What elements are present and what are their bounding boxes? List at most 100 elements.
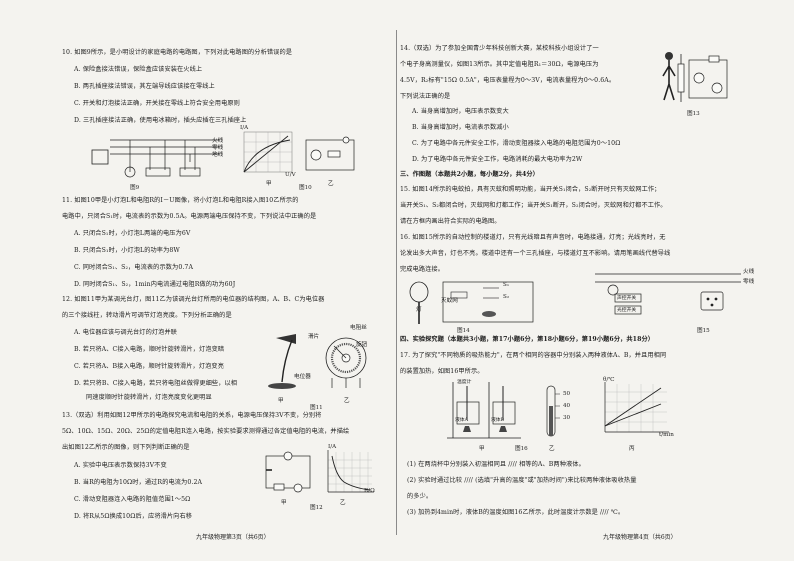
fig16-thermometer-label: 温度计 [457, 380, 472, 385]
q14-stem-2: 个电子身高测量仪，如图13所示。其中定值电阻R₁＝30Ω，电源电压为 [400, 61, 599, 68]
fig11-caption: 图11 [310, 405, 323, 411]
right-page: 14.（双选）为了参加全国青少年科技创新大赛，某校科技小组设计了一 个电子身高测… [397, 0, 794, 561]
q17-sub3-text-2: ℃。 [610, 509, 625, 516]
q13-stem-3: 出如图12乙所示的图像，则下列判断正确的是 [62, 444, 190, 451]
figure-10-circuit [305, 136, 355, 171]
fig9-caption: 图9 [130, 185, 140, 191]
figure-10-iu-graph [243, 131, 293, 173]
q17-sub2-answer-blank[interactable]: //// [464, 477, 473, 484]
q11-option-a: A. 只闭合S₁时，小灯泡L两端的电压为6V [74, 230, 191, 237]
q16-stem-2: 论发出多大声音，灯也不亮。楼道中还有一个三孔插座，与楼道灯互不影响。请用笔画线代… [400, 250, 671, 257]
fig16-liquid-b-label: 液体B [491, 418, 505, 423]
q14-stem: 14.（双选）为了参加全国青少年科技创新大赛，某校科技小组设计了一 [400, 45, 599, 52]
q12-option-d: D. 若只将B、C接入电路，若只将电阻丝做得更细些，以相 [74, 380, 238, 387]
q17-sub2: (2) 实验时通过比较 //// (选填"升高的温度"或"加热时间")来比较两种… [407, 477, 637, 485]
q17-sub2-text-2: (选填"升高的温度"或"加热时间")来比较两种液体吸收热量 [475, 477, 637, 484]
fig9-live-wire-label: 火线 [212, 138, 224, 144]
fig11-knob-label: 旋钮 [356, 342, 368, 348]
q10-option-d: D. 三孔插座接法正确，使用电冰箱时，插头应插在三孔插座上 [74, 117, 247, 124]
figure-16a-heating-setup [447, 382, 521, 439]
q13-option-a: A. 实验中电压表示数保持3V不变 [74, 462, 167, 469]
q13-option-b: B. 当R的电阻为10Ω时，通过R的电流为0.2A [74, 479, 203, 486]
figure-12-graph [327, 450, 374, 493]
q17-stem-2: 的装置加热，如图16甲所示。 [400, 368, 484, 375]
fig11-potentiometer-label: 电位器 [294, 374, 311, 380]
fig9-ground-wire-label: 地线 [212, 152, 224, 158]
q12-option-d-cont: 同速度顺时针旋转滑片，灯泡亮度变化更明显 [86, 394, 212, 401]
figure-12-circuit [265, 451, 311, 493]
fig14-net-label: 灭蚊网 [441, 298, 458, 304]
left-page-footer: 九年级物理第3页（共6页） [196, 534, 270, 541]
q17-sub2-text: (2) 实验时通过比较 [407, 477, 463, 484]
figure-9-household-circuit [91, 139, 220, 178]
q10-option-b: B. 两孔插座接法错误，其左端导线应该接在零线上 [74, 83, 215, 90]
q16-stem-3: 完成电路连接。 [400, 266, 445, 273]
q10-stem: 10. 如图9所示，是小明设计的家庭电路的电路图，下列对此电路图的分析错误的是 [62, 49, 293, 56]
q11-option-d: D. 同时闭合S₁、S₂，1min内电流通过电阻R做的功为60J [74, 281, 236, 288]
q17-sub1-text: (1) 在两烧杯中分别装入初温相同且 [407, 461, 507, 468]
fig9-neutral-wire-label: 零线 [212, 145, 224, 151]
fig11-slider-label: 滑片 [308, 334, 320, 340]
right-page-footer: 九年级物理第4页（共6页） [603, 534, 677, 541]
fig12-sub-b: 乙 [340, 500, 346, 506]
q14-option-a: A. 当身高增加时，电压表示数变大 [412, 108, 509, 115]
fig11-resistance-wire-label: 电阻丝 [350, 325, 367, 331]
fig10-caption: 图10 [299, 185, 312, 191]
fig11-sub-b: 乙 [344, 398, 350, 404]
figure-13-height-meter [662, 52, 728, 102]
q15-stem-3: 请在方框内画出符合实际的电路图。 [400, 218, 501, 225]
fig16-sub-a: 甲 [479, 446, 485, 452]
q13-stem-2: 5Ω、10Ω、15Ω、20Ω、25Ω的定值电阻R连入电路，按实验要求测得通过各定… [62, 428, 350, 435]
q15-stem-2: 当开关S₁、S₂都闭合时，灭蚊网和灯都工作；当开关S₁断开，S₂闭合时，灭蚊网和… [400, 202, 667, 209]
q13-option-c: C. 滑动变阻器连入电路的阻值范围1～5Ω [74, 496, 191, 503]
q14-stem-3: 4.5V，R₂标有"15Ω 0.5A"，电压表量程为0～3V，电流表量程为0～0… [400, 77, 616, 84]
fig12-y-axis-label: I/A [328, 444, 337, 450]
fig16-graph-y-label: θ/℃ [603, 377, 615, 383]
fig10-sub-a: 甲 [266, 181, 272, 187]
figure-16b-thermometer [546, 385, 560, 437]
fig15-live-wire-label: 火线 [743, 269, 755, 275]
q17-sub1-answer-blank[interactable]: //// [508, 461, 517, 468]
section-3-heading: 三、作图题（本题共2小题，每小题2分，共4分） [400, 171, 539, 178]
q17-sub1: (1) 在两烧杯中分别装入初温相同且 //// 相等的A、B两种液体。 [407, 461, 585, 469]
fig12-caption: 图12 [310, 505, 323, 511]
fig16-sub-b: 乙 [549, 446, 555, 452]
q10-option-a: A. 保险盒接法错误，保险盒应该安装在火线上 [74, 66, 203, 73]
fig10-sub-b: 乙 [328, 181, 334, 187]
q17-sub3-answer-blank[interactable]: //// [600, 509, 609, 516]
page-divider [396, 30, 397, 535]
figure-14-mosquito-swatter [409, 281, 534, 324]
figure-11-dimmer-lamp [268, 334, 367, 389]
fig15-light-switch-label: 光控开关 [617, 308, 637, 313]
fig15-caption: 图15 [697, 328, 710, 334]
fig16-liquid-a-label: 液体A [455, 418, 469, 423]
q11-stem-2: 电路中，只闭合S₁时，电流表的示数为0.5A。电源两端电压保持不变，下列说法中正… [62, 213, 317, 220]
q14-option-c: C. 为了电路中各元件安全工作，滑动变阻器接入电路的电阻范围为0～10Ω [412, 140, 621, 147]
fig16-thermo-tick-50: 50 [563, 391, 571, 397]
q12-stem-2: 的三个接线柱，转动滑片可调节灯泡亮度。下列分析正确的是 [62, 312, 232, 319]
q17-sub3-text: (3) 加热到4min时，液体B的温度如图16乙所示，此时温度计示数是 [407, 509, 598, 516]
fig15-neutral-wire-label: 零线 [743, 279, 755, 285]
q12-option-b: B. 若只将A、C接入电路，顺时针旋转滑片，灯泡变暗 [74, 346, 225, 353]
q16-stem: 16. 如图15所示的自动控制的楼道灯，只有光线暗且有声音时，电路接通，灯亮；光… [400, 234, 666, 241]
q14-option-d: D. 为了电路中各元件安全工作，电路消耗的最大电功率为2W [412, 156, 583, 163]
q11-stem: 11. 如图10甲是小灯泡L和电阻R的I－U图像，将小灯泡L和电阻R接入图10乙… [62, 197, 299, 204]
fig16-sub-c: 丙 [629, 446, 635, 452]
q13-stem: 13.（双选）利用如图12甲所示的电路探究电流和电阻的关系，电源电压保持3V不变… [62, 412, 322, 419]
fig14-s1-label: S₁ [503, 282, 510, 288]
left-page: 10. 如图9所示，是小明设计的家庭电路的电路图，下列对此电路图的分析错误的是 … [62, 49, 375, 541]
q11-option-b: B. 只闭合S₁时，小灯泡L的功率为8W [74, 247, 180, 254]
q11-option-c: C. 同时闭合S₁、S₂，电流表的示数为0.7A [74, 264, 194, 271]
q17-sub3: (3) 加热到4min时，液体B的温度如图16乙所示，此时温度计示数是 ////… [407, 509, 624, 517]
fig16-graph-x-label: t/min [659, 432, 674, 438]
fig12-sub-a: 甲 [281, 500, 287, 506]
fig13-caption: 图13 [687, 111, 700, 117]
fig16-caption: 图16 [515, 446, 528, 452]
q10-option-c: C. 开关和灯泡接法正确，开关接在零线上符合安全用电原则 [74, 100, 240, 107]
q17-sub1-text-2: 相等的A、B两种液体。 [519, 461, 585, 468]
fig14-lamp-label: 灯 [416, 307, 422, 313]
section-4-heading: 四、实验探究题（本题共3小题，第17小题6分，第18小题6分，第19小题6分，共… [400, 336, 655, 343]
fig14-caption: 图14 [457, 328, 470, 334]
fig16-thermo-tick-40: 40 [563, 403, 571, 409]
